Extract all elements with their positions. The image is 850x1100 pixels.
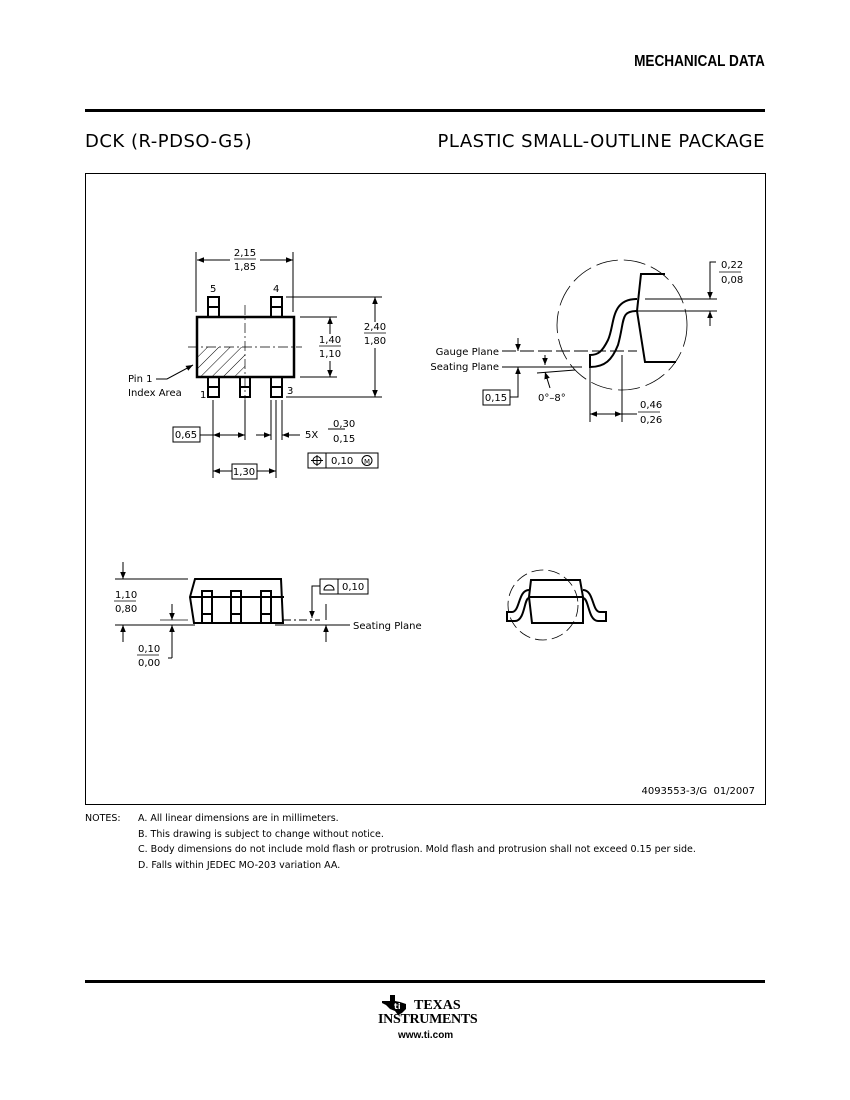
dim-body-max: 1,40 bbox=[319, 335, 341, 346]
note-a: A. All linear dimensions are in millimet… bbox=[138, 813, 339, 824]
top-rule bbox=[85, 109, 765, 112]
section-title: MECHANICAL DATA bbox=[634, 53, 765, 70]
drawing-frame bbox=[85, 173, 766, 805]
pin1-label: Pin 1 bbox=[128, 374, 152, 385]
svg-text:ti: ti bbox=[394, 1002, 401, 1011]
package-description: PLASTIC SMALL-OUTLINE PACKAGE bbox=[437, 131, 765, 152]
dim-lead-thickness-min: 0,08 bbox=[721, 275, 743, 286]
logo-text-texas: TEXAS bbox=[414, 998, 461, 1013]
top-view bbox=[156, 252, 382, 480]
dim-foot-min: 0,26 bbox=[640, 415, 662, 426]
dim-lead-width-min: 0,15 bbox=[333, 434, 355, 445]
index-area-label: Index Area bbox=[128, 388, 182, 399]
ti-logo: ti TEXAS INSTRUMENTS www.ti.com bbox=[376, 995, 478, 1045]
pin-label-3: 3 bbox=[287, 386, 293, 397]
note-d: D. Falls within JEDEC MO-203 variation A… bbox=[138, 859, 341, 871]
pin-label-1: 1 bbox=[200, 390, 206, 401]
pin-label-5: 5 bbox=[210, 284, 216, 295]
dim-height-min: 0,80 bbox=[115, 604, 137, 615]
dim-foot-max: 0,46 bbox=[640, 400, 662, 411]
dim-body-min: 1,10 bbox=[319, 349, 341, 360]
notes-label: NOTES: bbox=[85, 813, 121, 824]
logo-text-instruments: INSTRUMENTS bbox=[378, 1012, 478, 1027]
bottom-rule bbox=[85, 980, 765, 983]
lead-detail-view bbox=[482, 259, 717, 422]
lead-angle: 0°–8° bbox=[538, 393, 566, 404]
lead-count: 5X bbox=[305, 430, 318, 441]
flatness-tolerance: 0,10 bbox=[342, 582, 364, 593]
dim-pitch: 0,65 bbox=[175, 430, 197, 441]
texas-state-icon: ti bbox=[382, 995, 406, 1015]
dim-span: 1,30 bbox=[233, 467, 255, 478]
dim-lead-width-max: 0,30 bbox=[333, 419, 355, 430]
mmc-symbol: M bbox=[364, 458, 370, 466]
side-seating-plane-label: Seating Plane bbox=[353, 621, 422, 632]
dim-lead-thickness-max: 0,22 bbox=[721, 260, 743, 271]
package-code: DCK (R-PDSO-G5) bbox=[85, 131, 253, 152]
pin1-index-hatch bbox=[197, 347, 245, 377]
seating-plane-label: Seating Plane bbox=[430, 362, 499, 373]
drawing-number: 4093553-3/G 01/2007 bbox=[641, 786, 755, 797]
gauge-height: 0,15 bbox=[485, 393, 507, 404]
dim-overall-max: 2,40 bbox=[364, 322, 386, 333]
side-view bbox=[115, 562, 607, 659]
dim-standoff-max: 0,10 bbox=[138, 644, 160, 655]
gauge-plane-label: Gauge Plane bbox=[436, 347, 499, 358]
pin-label-4: 4 bbox=[273, 284, 279, 295]
note-b: B. This drawing is subject to change wit… bbox=[138, 828, 384, 840]
position-tolerance: 0,10 bbox=[331, 456, 353, 467]
dim-overall-min: 1,80 bbox=[364, 336, 386, 347]
dim-height-max: 1,10 bbox=[115, 590, 137, 601]
note-c: C. Body dimensions do not include mold f… bbox=[138, 844, 696, 855]
dim-width-max: 2,15 bbox=[234, 248, 256, 259]
website-link[interactable]: www.ti.com bbox=[398, 1030, 454, 1041]
dim-standoff-min: 0,00 bbox=[138, 658, 160, 669]
dim-width-min: 1,85 bbox=[234, 262, 256, 273]
